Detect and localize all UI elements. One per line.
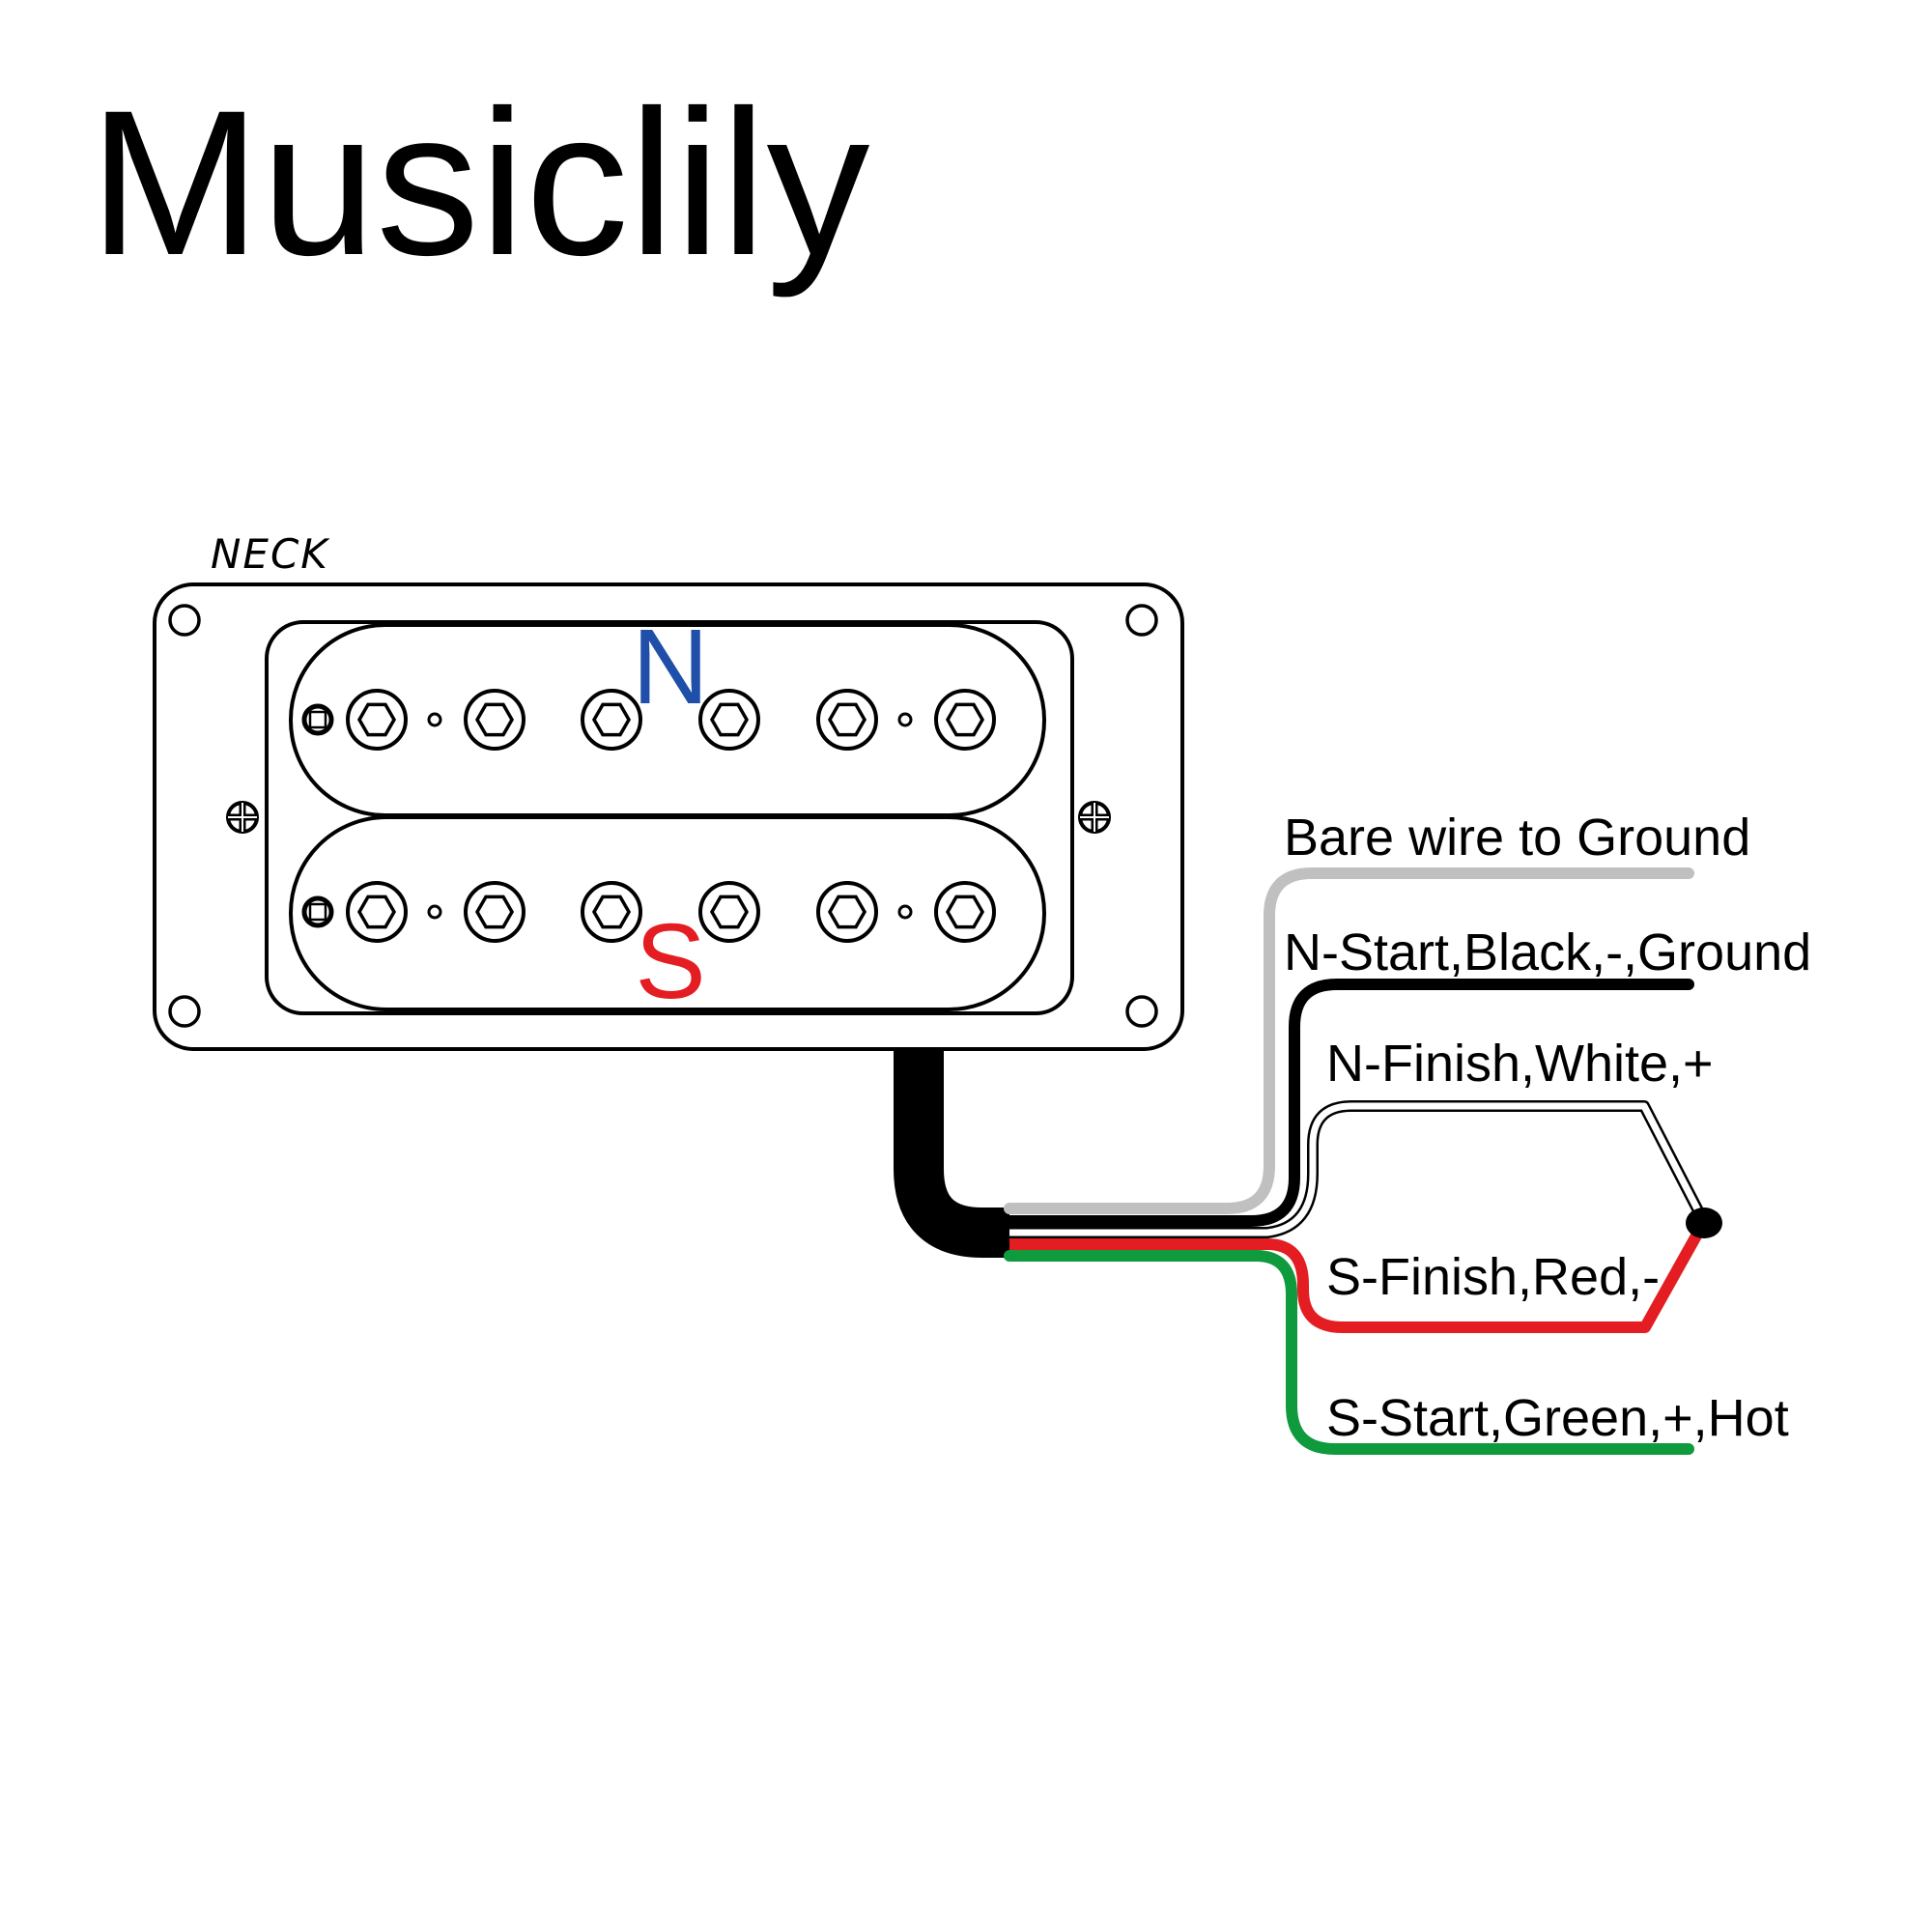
small-hole-icon — [897, 904, 913, 920]
mounting-hole-icon — [1125, 604, 1158, 637]
hex-socket-icon — [591, 895, 632, 929]
pole-screw-icon — [698, 881, 760, 943]
hex-socket-icon — [945, 702, 985, 737]
pole-screw-icon — [581, 881, 642, 943]
wire-red — [1009, 1219, 1710, 1333]
square-marker-inner — [308, 710, 327, 729]
pole-screw-icon — [816, 881, 878, 943]
small-hole-icon — [427, 904, 442, 920]
hex-socket-icon — [356, 895, 397, 929]
hex-socket-icon — [945, 895, 985, 929]
hex-socket-icon — [591, 702, 632, 737]
wire-label-black: N-Start,Black,-,Ground — [1284, 923, 1811, 981]
wire-bare — [1004, 867, 1694, 1214]
hex-socket-icon — [827, 895, 867, 929]
south-coil — [289, 815, 1046, 1011]
wire-label-white: N-Finish,White,+ — [1326, 1035, 1714, 1093]
mounting-hole-icon — [168, 995, 201, 1028]
pole-screw-icon — [816, 689, 878, 751]
pole-screw-icon — [464, 881, 526, 943]
hex-socket-icon — [356, 702, 397, 737]
solder-junction-icon — [1686, 1208, 1722, 1238]
wire-label-red: S-Finish,Red,- — [1326, 1248, 1660, 1306]
small-hole-icon — [427, 712, 442, 727]
north-coil-letter: N — [632, 608, 708, 726]
pole-screw-icon — [346, 689, 408, 751]
brand-title: Musiclily — [89, 68, 869, 298]
hex-socket-icon — [709, 895, 750, 929]
pole-screw-icon — [698, 689, 760, 751]
mounting-hole-icon — [168, 604, 201, 637]
hex-socket-icon — [709, 702, 750, 737]
pole-screw-icon — [934, 881, 996, 943]
pole-screw-icon — [934, 689, 996, 751]
square-marker-inner — [308, 902, 327, 922]
phillips-screw-icon — [1078, 801, 1111, 834]
wire-white — [1009, 1102, 1708, 1236]
wire-label-bare: Bare wire to Ground — [1284, 809, 1750, 867]
hex-socket-icon — [474, 895, 515, 929]
south-coil-letter: S — [635, 902, 705, 1021]
neck-label: NECK — [211, 530, 330, 578]
small-hole-icon — [897, 712, 913, 727]
pole-screw-icon — [464, 689, 526, 751]
wire-label-green: S-Start,Green,+,Hot — [1326, 1389, 1789, 1447]
cable-jacket — [894, 1049, 1009, 1258]
hex-socket-icon — [827, 702, 867, 737]
pole-pieces — [301, 689, 996, 943]
hex-socket-icon — [474, 702, 515, 737]
mounting-hole-icon — [1125, 995, 1158, 1028]
pole-screw-icon — [581, 689, 642, 751]
wire-green — [1004, 1250, 1694, 1455]
wire-black — [1004, 979, 1694, 1227]
phillips-screw-icon — [226, 801, 259, 834]
pole-screw-icon — [346, 881, 408, 943]
